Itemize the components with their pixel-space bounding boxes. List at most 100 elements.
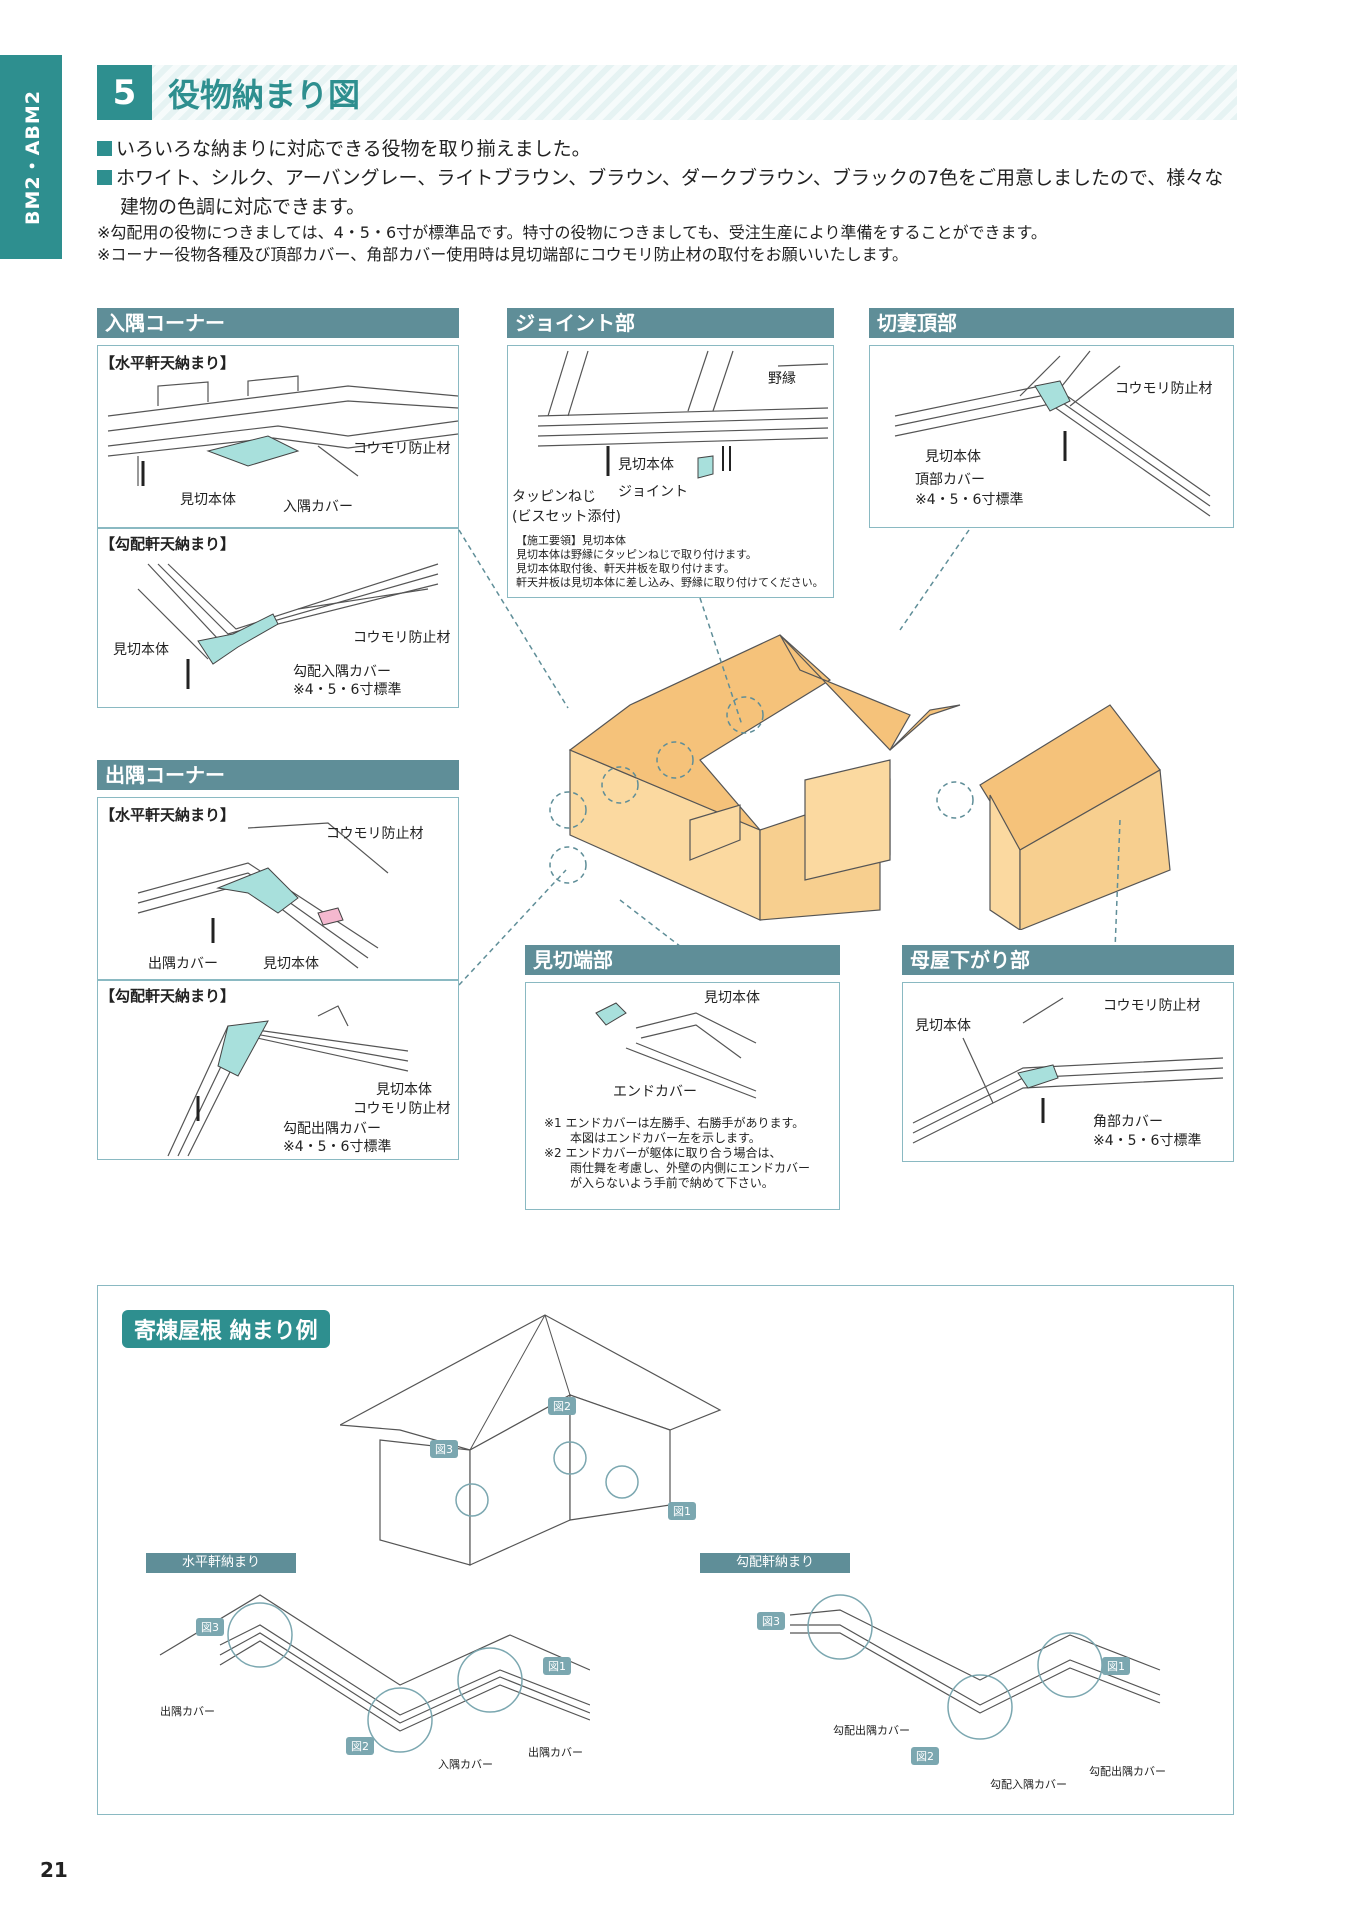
joint-label-d: タッピンねじ — [512, 489, 596, 505]
intro-bullet-1: いろいろな納まりに対応できる役物を取り揃えました。 — [116, 138, 591, 160]
moya-drawing — [912, 997, 1224, 1144]
desumi-horizontal-panel: 【水平軒天納まり】 コウモリ防止材 出隅カバー 見切本体 — [97, 797, 459, 980]
side-tab-label: BM2・ABM2 — [21, 89, 44, 225]
left-fig3-tag: 図3 — [196, 1618, 224, 1636]
mikiri-notes: ※1 エンドカバーは左勝手、右勝手があります。 本図はエンドカバー左を示します。… — [544, 1116, 810, 1191]
joint-note-2: 見切本体取付後、軒天井板を取り付けます。 — [516, 562, 735, 575]
example-right-header: 勾配軒納まり — [700, 1553, 850, 1573]
desumi-horizontal-drawing — [137, 822, 389, 969]
right-label-b: 勾配入隅カバー — [990, 1778, 1067, 1791]
moya-panel: コウモリ防止材 見切本体 角部カバー ※4・5・6寸標準 — [902, 982, 1234, 1162]
left-fig1-tag: 図1 — [543, 1657, 571, 1675]
section-number: 5 — [97, 65, 152, 120]
desumi-h-label-a: コウモリ防止材 — [326, 826, 424, 842]
irisumi-s-label-d: ※4・5・6寸標準 — [293, 682, 402, 698]
mikiri-note-1: 本図はエンドカバー左を示します。 — [570, 1131, 761, 1145]
moya-label-d: ※4・5・6寸標準 — [1093, 1133, 1202, 1149]
joint-note-3: 軒天井板は見切本体に差し込み、野縁に取り付けてください。 — [516, 576, 824, 589]
side-tab: BM2・ABM2 — [0, 55, 62, 259]
irisumi-h-label-c: 入隅カバー — [283, 499, 353, 515]
hip-roof-drawing — [340, 1314, 722, 1566]
mikiri-label-a: 見切本体 — [704, 990, 760, 1006]
kirizuma-drawing — [894, 350, 1211, 517]
fig1-tag: 図1 — [668, 1502, 696, 1520]
moya-header: 母屋下がり部 — [902, 945, 1234, 975]
example-box — [97, 1285, 1234, 1815]
intro-note-1: ※勾配用の役物につきましては、4・5・6寸が標準品です。特寸の役物につきましても… — [97, 223, 1047, 242]
joint-notes: 【施工要領】見切本体 見切本体は野縁にタッピンねじで取り付けます。 見切本体取付… — [516, 534, 824, 590]
callout-lines — [458, 529, 1121, 986]
desumi-s-label-b: コウモリ防止材 — [353, 1101, 451, 1117]
title-bar — [97, 65, 1237, 120]
irisumi-h-label-b: 見切本体 — [180, 492, 236, 508]
irisumi-header: 入隅コーナー — [97, 308, 459, 338]
kirizuma-header: 切妻頂部 — [869, 308, 1234, 338]
irisumi-horizontal-panel: 【水平軒天納まり】 コウモリ防止材 見切本体 入隅カバー — [97, 345, 459, 528]
right-fig3-tag: 図3 — [757, 1612, 785, 1630]
desumi-slope-panel: 【勾配軒天納まり】 見切本体 コウモリ防止材 勾配出隅カバー ※4・5・6寸標準 — [97, 980, 459, 1160]
irisumi-horizontal-drawing — [107, 375, 458, 486]
desumi-s-label-d: ※4・5・6寸標準 — [283, 1139, 392, 1155]
joint-header: ジョイント部 — [507, 308, 834, 338]
right-fig1-tag: 図1 — [1102, 1657, 1130, 1675]
joint-note-0: 【施工要領】見切本体 — [516, 534, 626, 547]
intro-bullet-2b: 建物の色調に対応できます。 — [120, 196, 366, 218]
joint-panel: 野縁 見切本体 ジョイント タッピンねじ (ビスセット添付) 【施工要領】見切本… — [507, 345, 834, 598]
irisumi-sub1-label: 【水平軒天納まり】 — [100, 354, 236, 372]
left-label-a: 出隅カバー — [160, 1705, 215, 1718]
irisumi-s-label-c: 勾配入隅カバー — [293, 664, 391, 680]
mikiri-label-b: エンドカバー — [613, 1084, 697, 1100]
right-label-a: 勾配出隅カバー — [833, 1724, 910, 1737]
desumi-slope-drawing — [167, 1005, 409, 1157]
right-label-c: 勾配出隅カバー — [1089, 1765, 1166, 1778]
house-illustration — [549, 634, 1171, 930]
kirizuma-label-c: 頂部カバー — [915, 472, 985, 488]
page-title: 役物納まり図 — [168, 76, 361, 114]
mikiri-note-2: ※2 エンドカバーが躯体に取り合う場合は、 — [544, 1146, 782, 1160]
left-label-b: 入隅カバー — [438, 1758, 493, 1771]
bullet-square-icon — [97, 141, 112, 156]
intro-bullet-2a: ホワイト、シルク、アーバングレー、ライトブラウン、ブラウン、ダークブラウン、ブラ… — [116, 167, 1224, 189]
intro-note-2: ※コーナー役物各種及び頂部カバー、角部カバー使用時は見切端部にコウモリ防止材の取… — [97, 245, 909, 264]
joint-label-a: 野縁 — [768, 371, 796, 387]
irisumi-s-label-b: コウモリ防止材 — [353, 630, 451, 646]
kirizuma-label-a: コウモリ防止材 — [1115, 381, 1213, 397]
kirizuma-label-b: 見切本体 — [925, 449, 981, 465]
mikiri-note-0: ※1 エンドカバーは左勝手、右勝手があります。 — [544, 1116, 805, 1130]
mikiri-note-4: が入らないよう手前で納めて下さい。 — [570, 1176, 774, 1190]
right-fig2-tag: 図2 — [911, 1747, 939, 1765]
mikiri-note-3: 雨仕舞を考慮し、外壁の内側にエンドカバー — [570, 1161, 811, 1175]
page-number: 21 — [40, 1858, 68, 1882]
joint-label-b: 見切本体 — [618, 457, 674, 473]
mikiri-header: 見切端部 — [525, 945, 840, 975]
mikiri-drawing — [595, 1002, 757, 1099]
intro: いろいろな納まりに対応できる役物を取り揃えました。 ホワイト、シルク、アーバング… — [97, 135, 1247, 266]
moya-label-c: 角部カバー — [1093, 1114, 1163, 1130]
desumi-header: 出隅コーナー — [97, 760, 459, 790]
example-header: 寄棟屋根 納まり例 — [122, 1310, 330, 1348]
kirizuma-panel: コウモリ防止材 見切本体 頂部カバー ※4・5・6寸標準 — [869, 345, 1234, 528]
mikiri-panel: 見切本体 エンドカバー ※1 エンドカバーは左勝手、右勝手があります。 本図はエ… — [525, 982, 840, 1210]
desumi-sub2-label: 【勾配軒天納まり】 — [100, 987, 236, 1005]
irisumi-slope-panel: 【勾配軒天納まり】 見切本体 コウモリ防止材 勾配入隅カバー ※4・5・6寸標準 — [97, 528, 459, 708]
joint-note-1: 見切本体は野縁にタッピンねじで取り付けます。 — [516, 548, 757, 561]
sloped-eave-drawing — [789, 1594, 1161, 1740]
joint-drawing — [537, 350, 829, 479]
horizontal-eave-drawing — [159, 1594, 590, 1753]
desumi-h-label-c: 見切本体 — [263, 956, 319, 972]
kirizuma-label-d: ※4・5・6寸標準 — [915, 492, 1024, 508]
desumi-sub1-label: 【水平軒天納まり】 — [100, 806, 236, 824]
joint-label-c: ジョイント — [618, 484, 688, 500]
irisumi-slope-drawing — [137, 563, 439, 689]
desumi-h-label-b: 出隅カバー — [148, 956, 218, 972]
irisumi-s-label-a: 見切本体 — [113, 642, 169, 658]
desumi-s-label-c: 勾配出隅カバー — [283, 1121, 381, 1137]
desumi-s-label-a: 見切本体 — [376, 1082, 432, 1098]
irisumi-sub2-label: 【勾配軒天納まり】 — [100, 535, 236, 553]
fig2-tag: 図2 — [548, 1397, 576, 1415]
left-fig2-tag: 図2 — [346, 1737, 374, 1755]
moya-label-b: 見切本体 — [915, 1018, 971, 1034]
left-label-c: 出隅カバー — [528, 1746, 583, 1759]
fig3-tag: 図3 — [430, 1440, 458, 1458]
moya-label-a: コウモリ防止材 — [1103, 998, 1201, 1014]
